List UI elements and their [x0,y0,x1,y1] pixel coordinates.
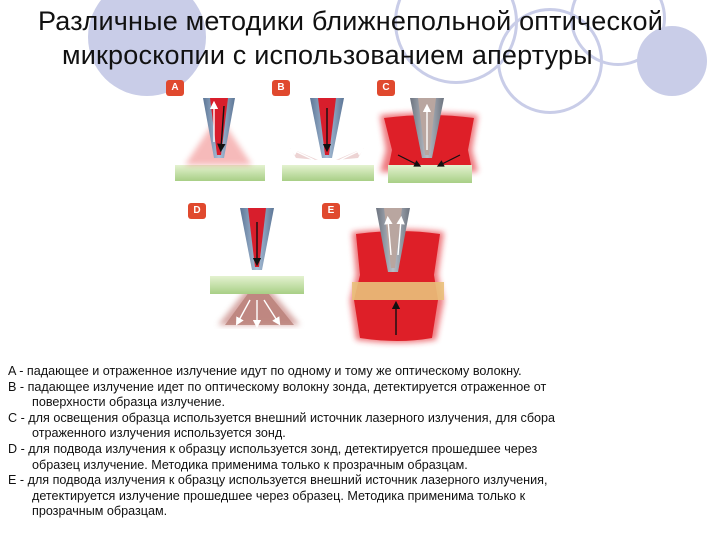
legend-key: E [8,473,17,488]
sample-layer [175,165,265,181]
legend-text: - для подвода излучения к образцу исполь… [16,473,548,488]
legend-item-c: C - для освещения образца используется в… [8,411,714,442]
title-line-2: микроскопии с использованием апертуры [62,40,593,70]
transmitted-arrow-right [263,299,281,326]
incident-arrow [217,105,226,153]
legend-text-continued: поверхности образца излучение. [32,395,226,410]
panel-d [210,208,304,329]
legend-key: B [8,379,17,394]
nsom-techniques-figure [175,98,478,343]
panel-label-c: C [377,80,395,96]
reflected-arrow-left [289,148,315,161]
illumination-arrow-right [436,154,461,167]
panel-e [350,208,444,343]
panel-b [282,98,374,181]
legend-item-b: B - падающее излучение идет по оптическо… [8,380,714,411]
panel-label-e: E [322,203,340,219]
collected-arrow-left [384,215,393,256]
panel-label-a: A [166,80,184,96]
legend-item-d: D - для подвода излучения к образцу испо… [8,442,714,473]
illumination-arrow-left [397,154,422,167]
legend-item-e: E - для подвода излучения к образцу испо… [8,473,714,520]
transmitted-cone [225,288,294,325]
legend-key: D [8,441,18,456]
sample-layer [352,282,444,300]
legend-text: - для подвода излучения к образцу исполь… [17,441,538,456]
legend-text: - падающее излучение идет по оптическому… [16,379,547,394]
legend-text-continued: прозрачным образцам. [32,504,168,519]
panel-label-d: D [188,203,206,219]
collected-arrow-right [396,215,405,256]
reflected-arrow-right [339,148,365,161]
panel-label-b: B [272,80,290,96]
panel-c [380,98,478,183]
decor-circle [637,26,707,96]
legend-text: - падающее и отраженное излучение идут п… [15,364,522,378]
legend-text: - для освещения образца используется вне… [17,410,556,425]
title-line-1: Различные методики ближнепольной оптичес… [38,6,663,36]
legend-text-continued: образец излучение. Методика применима то… [32,457,468,472]
legend-text-continued: отраженного излучения используется зонд. [32,426,286,441]
decor-circle [88,0,206,96]
page-title: Различные методики ближнепольной оптичес… [38,4,708,72]
panel-a [175,98,265,181]
legend: A - падающее и отраженное излучение идут… [8,364,714,520]
sample-layer [282,165,374,181]
legend-key: C [8,410,18,425]
sample-layer [388,165,472,183]
transmitted-arrow-left [235,299,251,326]
legend-key: A [8,364,16,378]
legend-item-a: A - падающее и отраженное излучение идут… [8,364,714,380]
sample-layer [210,276,304,294]
legend-text-continued: детектируется излучение прошедшее через … [32,488,526,503]
